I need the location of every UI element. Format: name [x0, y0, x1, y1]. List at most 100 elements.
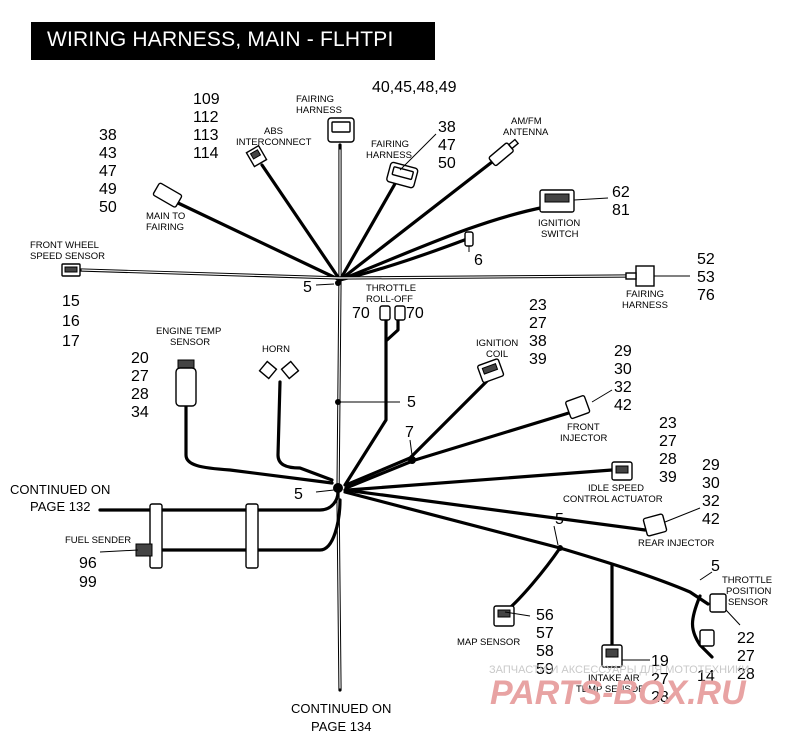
front-injector-num-2: 30 [614, 361, 632, 378]
iat-num-2: 27 [651, 671, 669, 688]
front-injector-connector-icon [565, 395, 591, 420]
tps-label-3: SENSOR [728, 597, 768, 608]
front-injector-num-1: 29 [614, 343, 632, 360]
rear-injector-num-1: 29 [702, 457, 720, 474]
callout-5-c: 5 [294, 486, 303, 503]
intake-air-temp-sensor-connector-icon [601, 644, 623, 668]
fuel-sender-connector-icon [135, 543, 153, 557]
fairing-harness-top-label-1: FAIRING [296, 94, 334, 105]
abs-label-2: INTERCONNECT [236, 137, 312, 148]
main-to-fairing-label-1: MAIN TO [146, 211, 185, 222]
idle-speed-connector-icon [611, 461, 633, 481]
abs-connector-icon [245, 144, 268, 168]
fairing-harness-mid-label-2: HARNESS [366, 150, 412, 161]
fairing-harness-mid-connector-icon [386, 161, 419, 189]
callout-5-e: 5 [711, 558, 720, 575]
ignition-coil-num-2: 27 [529, 315, 547, 332]
engine-temp-label-2: SENSOR [170, 337, 210, 348]
ignition-coil-label-2: COIL [486, 349, 508, 360]
tps-label-1: THROTTLE [722, 575, 772, 586]
watermark-logo: PARTS-BOX.RU [490, 674, 747, 712]
fairing-right-num-1: 52 [697, 251, 715, 268]
fairing-harness-mid-num-2: 47 [438, 137, 456, 154]
abs-num-2: 112 [193, 109, 219, 126]
am-fm-label-1: AM/FM [511, 116, 542, 127]
front-wheel-label-1: FRONT WHEEL [30, 240, 99, 251]
idle-speed-num-4: 39 [659, 469, 677, 486]
abs-num-4: 114 [193, 145, 219, 162]
idle-speed-num-2: 27 [659, 433, 677, 450]
engine-temp-num-4: 34 [131, 404, 149, 421]
main-to-fairing-label-2: FAIRING [146, 222, 184, 233]
engine-temp-label-1: ENGINE TEMP [156, 326, 221, 337]
idle-speed-num-3: 28 [659, 451, 677, 468]
callout-5-d: 5 [555, 511, 564, 528]
front-injector-num-3: 32 [614, 379, 632, 396]
continued-left-1: CONTINUED ON [10, 482, 110, 497]
front-wheel-num-3: 17 [62, 333, 80, 350]
rear-injector-num-3: 32 [702, 493, 720, 510]
callout-5-a: 5 [303, 279, 312, 296]
map-num-2: 57 [536, 625, 554, 642]
ignition-coil-num-1: 23 [529, 297, 547, 314]
fairing-right-num-2: 53 [697, 269, 715, 286]
front-wheel-num-1: 15 [62, 293, 80, 310]
engine-temp-num-1: 20 [131, 350, 149, 367]
ignition-switch-num-2: 81 [612, 202, 630, 219]
map-num-1: 56 [536, 607, 554, 624]
ignition-switch-label-2: SWITCH [541, 229, 579, 240]
horn-label: HORN [262, 344, 290, 355]
main-to-fairing-num-5: 50 [99, 199, 117, 216]
iat-label-2: TEMP SENSOR [576, 684, 645, 695]
rear-injector-num-4: 42 [702, 511, 720, 528]
front-injector-num-4: 42 [614, 397, 632, 414]
iat-label-1: INTAKE AIR [588, 673, 640, 684]
fairing-right-num-3: 76 [697, 287, 715, 304]
rear-injector-connector-icon [642, 513, 668, 537]
ignition-coil-num-3: 38 [529, 333, 547, 350]
main-to-fairing-num-1: 38 [99, 127, 117, 144]
front-injector-label-1: FRONT [567, 422, 600, 433]
title-banner: WIRING HARNESS, MAIN - FLHTPI [31, 22, 435, 60]
throttle-roll-off-label-2: ROLL-OFF [366, 294, 413, 305]
throttle-roll-off-num-2: 70 [406, 305, 424, 322]
fairing-right-label-1: FAIRING [626, 289, 664, 300]
front-wheel-num-2: 16 [62, 313, 80, 330]
clip-14-num: 14 [697, 668, 715, 685]
continued-bottom-1: CONTINUED ON [291, 701, 391, 716]
rear-injector-label: REAR INJECTOR [638, 538, 715, 549]
front-wheel-label-2: SPEED SENSOR [30, 251, 105, 262]
fairing-harness-top-label-2: HARNESS [296, 105, 342, 116]
tps-num-2: 27 [737, 648, 755, 665]
main-to-fairing-num-4: 49 [99, 181, 117, 198]
fuel-sender-num-2: 99 [79, 574, 97, 591]
iat-num-1: 19 [651, 653, 669, 670]
engine-temp-num-2: 27 [131, 368, 149, 385]
clip-6-num: 6 [474, 252, 483, 269]
map-sensor-connector-icon [493, 605, 515, 627]
fairing-harness-mid-label-1: FAIRING [371, 139, 409, 150]
fuel-sender-label: FUEL SENDER [65, 535, 131, 546]
watermark-text: ЗАПЧАСТИ И АКСЕССУАРЫ ДЛЯ МОТОТЕХНИКИ [489, 664, 749, 676]
ignition-coil-num-4: 39 [529, 351, 547, 368]
clamps [149, 280, 563, 569]
throttle-roll-off-label-1: THROTTLE [366, 283, 416, 294]
rear-injector-num-2: 30 [702, 475, 720, 492]
tps-num-1: 22 [737, 630, 755, 647]
fairing-harness-top-numbers: 40,45,48,49 [372, 79, 457, 96]
idle-speed-label-2: CONTROL ACTUATOR [563, 494, 663, 505]
map-num-3: 58 [536, 643, 554, 660]
front-wheel-speed-sensor-connector-icon [61, 263, 81, 277]
leader-lines [99, 133, 741, 661]
engine-temp-num-3: 28 [131, 386, 149, 403]
main-to-fairing-num-2: 43 [99, 145, 117, 162]
fairing-harness-top-connector-icon [327, 117, 355, 143]
abs-label-1: ABS [264, 126, 283, 137]
throttle-roll-off-num-1: 70 [352, 305, 370, 322]
fairing-harness-right-connector-icon [625, 265, 655, 287]
engine-temp-sensor-icon [175, 359, 197, 407]
am-fm-label-2: ANTENNA [503, 127, 549, 138]
abs-num-1: 109 [193, 91, 220, 108]
front-injector-label-2: INJECTOR [560, 433, 607, 444]
